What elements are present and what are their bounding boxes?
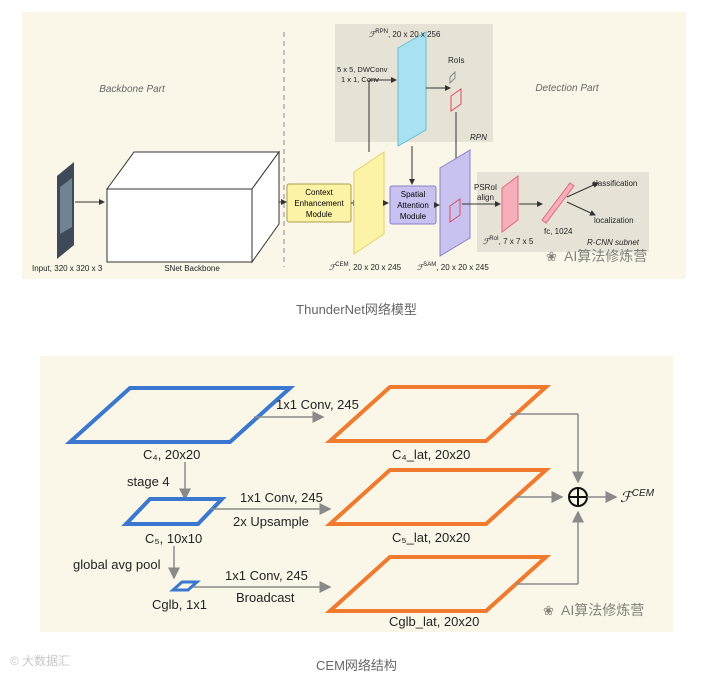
c4-feature-map (64, 386, 296, 444)
conv-label-2: 1x1 Conv, 245 (240, 490, 323, 505)
f-cem-feature-map (353, 151, 385, 255)
c4-lat-feature-map (324, 385, 552, 443)
c5-label: C₅, 10x10 (145, 531, 202, 546)
thundernet-diagram: Backbone Part Detection Part Input, 320 … (22, 12, 686, 279)
sam-box-line-2: Attention (397, 201, 429, 210)
backbone-part-title: Backbone Part (99, 84, 166, 95)
cglb-label: Cglb, 1x1 (152, 597, 207, 612)
roi-sketch (449, 70, 456, 85)
input-label: Input, 320 x 320 x 3 (32, 264, 103, 273)
bottom-watermark: © 大数据汇 (10, 654, 71, 668)
sum-node-icon (568, 487, 588, 507)
psroi-label-1: PSRoI (474, 183, 497, 192)
watermark-text: AI算法修炼营 (564, 248, 647, 264)
thundernet-svg: Backbone Part Detection Part Input, 320 … (32, 24, 649, 273)
classification-label: classification (592, 179, 637, 188)
conv-label-3: 1x1 Conv, 245 (225, 568, 308, 583)
wechat-icon: ❀ (546, 249, 557, 264)
rois-label: RoIs (448, 56, 464, 65)
cem-diagram: C₄, 20x20 1x1 Conv, 245 C₄_lat, 20x20 st… (40, 356, 673, 632)
f-cem-label: ℱCEM, 20 x 20 x 245 (329, 262, 402, 272)
cglb-lat-feature-map (324, 555, 552, 613)
cglb-lat-label: Cglb_lat, 20x20 (389, 614, 479, 629)
cem-box-line-2: Enhancement (294, 199, 344, 208)
dwconv-label-2: 1 x 1, Conv (341, 75, 379, 84)
f-roi-label: ℱRoI, 7 x 7 x 5 (483, 236, 534, 246)
f-roi-feature-map (501, 175, 519, 233)
c4-label: C₄, 20x20 (143, 447, 200, 462)
sam-box-line-1: Spatial (401, 190, 426, 199)
fc-label: fc, 1024 (544, 227, 573, 236)
backbone-label: SNet Backbone (164, 264, 220, 273)
cem-svg: C₄, 20x20 1x1 Conv, 245 C₄_lat, 20x20 st… (64, 385, 655, 629)
snet-backbone-cube (106, 150, 280, 264)
cem-box-line-1: Context (305, 188, 333, 197)
c4-lat-label: C₄_lat, 20x20 (392, 447, 470, 462)
localization-label: localization (594, 216, 634, 225)
stage4-label: stage 4 (127, 474, 170, 489)
watermark-text-2: AI算法修炼营 (561, 602, 644, 618)
cglb-feature-map (169, 580, 201, 592)
global-avg-pool-label: global avg pool (73, 557, 161, 572)
rcnn-subnet-label: R-CNN subnet (587, 238, 640, 247)
detection-part-title: Detection Part (535, 83, 600, 94)
f-cem-output-label: ℱCEM (620, 488, 655, 506)
sam-box-line-3: Module (400, 212, 427, 221)
c5-lat-feature-map (324, 468, 552, 526)
caption-cem: CEM网络结构 (316, 658, 397, 673)
f-rpn-label: ℱRPN, 20 x 20 x 256 (369, 29, 441, 39)
cem-box-line-3: Module (306, 210, 333, 219)
conv-label-1: 1x1 Conv, 245 (276, 397, 359, 412)
upsample-label: 2x Upsample (233, 514, 309, 529)
fc-layer (541, 182, 575, 224)
broadcast-label: Broadcast (236, 590, 295, 605)
c5-feature-map (121, 497, 227, 526)
psroi-label-2: align (477, 193, 494, 202)
f-sam-label: ℱSAM, 20 x 20 x 245 (417, 262, 489, 272)
caption-thundernet: ThunderNet网络模型 (296, 302, 417, 317)
c5-lat-label: C₅_lat, 20x20 (392, 530, 470, 545)
dwconv-label-1: 5 x 5, DWConv (337, 65, 388, 74)
rpn-label: RPN (470, 133, 487, 142)
f-rpn-feature-map (397, 31, 427, 147)
roi-box-red (450, 88, 462, 112)
wechat-icon-2: ❀ (543, 603, 554, 618)
